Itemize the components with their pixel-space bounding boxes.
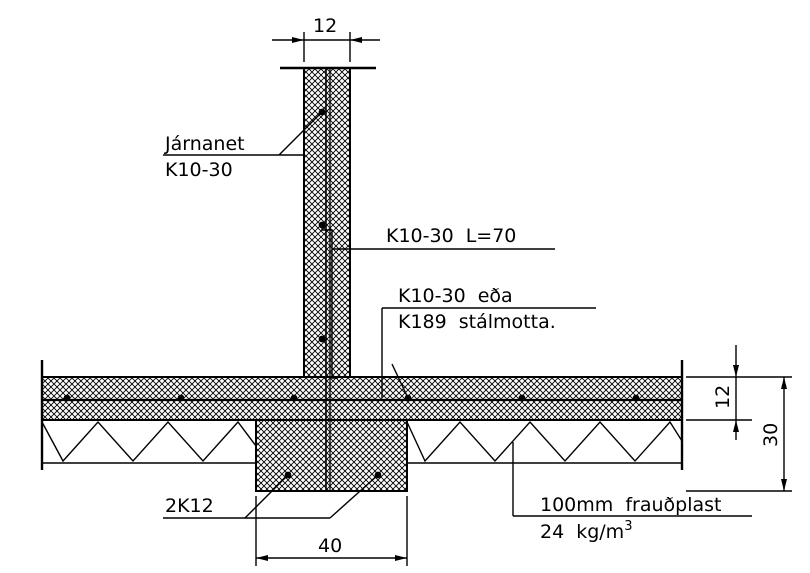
label-insulation-line1: 100mm frauðplast [540, 494, 721, 516]
leader-2k12 [163, 474, 379, 519]
label-insulation-line2: 24 kg/m3 [540, 519, 632, 543]
wall [280, 66, 376, 379]
label-mesh-line2: K189 stálmotta. [398, 311, 556, 333]
label-footing-bars: 2K12 [165, 495, 214, 517]
insulation-right [406, 419, 683, 464]
leader-mesh [381, 307, 596, 399]
footing [255, 419, 408, 492]
insulation-left [41, 419, 257, 464]
dimension-footing-width [255, 496, 408, 566]
label-dowel: K10-30 L=70 [386, 225, 516, 247]
label-mesh-line1: K10-30 eða [398, 285, 513, 307]
dimension-wall-width [272, 32, 380, 62]
slab-bar-dots [63, 394, 640, 402]
dim-text-wall-width: 12 [313, 15, 337, 37]
label-jarnanet: Járnanet [164, 133, 245, 155]
dim-text-slab-thickness: 12 [712, 385, 734, 409]
dimension-vertical [686, 345, 792, 492]
dim-text-footing-width: 40 [318, 535, 342, 557]
wall-bar-dot-2 [318, 221, 326, 229]
wall-reinforcement [318, 68, 338, 491]
wall-bar-dot-3 [318, 335, 326, 343]
leader-jarnanet [163, 111, 323, 156]
leader-insulation [512, 442, 752, 517]
dim-text-total-depth: 30 [760, 423, 782, 447]
label-jarnanet-spec: K10-30 [165, 159, 233, 181]
